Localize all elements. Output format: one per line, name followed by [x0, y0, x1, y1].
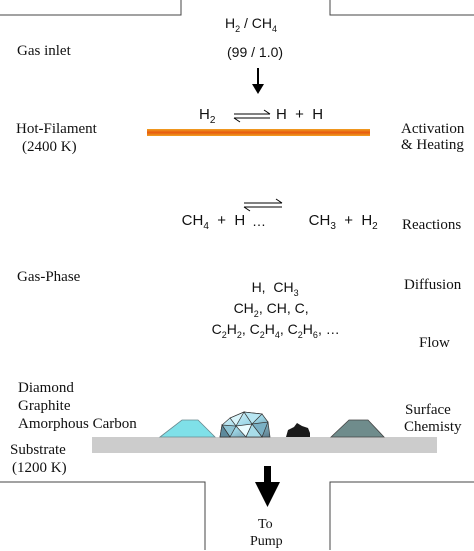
- outlet-to-label: To: [258, 517, 273, 532]
- activation-label: Activation: [401, 121, 465, 137]
- reaction-rhs: CH3 + H2: [308, 212, 378, 232]
- flow-label: Flow: [419, 335, 450, 351]
- substrate-temperature-label: (1200 K): [12, 460, 67, 476]
- filament-reaction-lhs: H2: [199, 106, 216, 126]
- reactions-label: Reactions: [402, 217, 462, 233]
- heating-label: & Heating: [401, 137, 464, 153]
- graphite-label: Graphite: [18, 398, 71, 414]
- diamond-cluster-icon: [219, 411, 271, 438]
- gas-phase-label: Gas-Phase: [17, 269, 81, 285]
- filament-reaction-rhs: H + H: [276, 106, 324, 123]
- chemistry-label: Chemisty: [404, 419, 462, 435]
- species-line-1: H, CH3: [251, 279, 299, 298]
- outlet-arrow: [255, 466, 280, 507]
- amorphous-carbon-blob: [286, 423, 310, 437]
- inlet-gas-ratio: (99 / 1.0): [227, 44, 284, 60]
- equilibrium-arrow-reaction: [243, 198, 283, 212]
- species-line-3: C2H2, C2H4, C2H6, …: [211, 321, 340, 340]
- reactor-inlet-walls: [0, 0, 474, 16]
- inlet-arrow: [252, 68, 264, 94]
- equilibrium-arrow-filament: [233, 109, 271, 123]
- surface-label: Surface: [405, 402, 451, 418]
- reactor-outlet-walls: [0, 481, 474, 550]
- inlet-gas-mixture: H2 / CH4: [225, 15, 278, 34]
- hot-filament-bar: [147, 129, 370, 136]
- outlet-pump-label: Pump: [250, 534, 283, 549]
- substrate-label: Substrate: [10, 442, 66, 458]
- diamond-label: Diamond: [18, 380, 74, 396]
- substrate-plate: [92, 437, 437, 453]
- reaction-lhs: CH4 + H: [181, 212, 246, 232]
- amorphous-carbon-label: Amorphous Carbon: [18, 416, 137, 432]
- filament-temperature-label: (2400 K): [22, 139, 77, 155]
- gas-inlet-label: Gas inlet: [17, 43, 71, 59]
- hot-filament-label: Hot-Filament: [16, 121, 97, 137]
- graphite-shape: [329, 419, 385, 438]
- reaction-ellipsis: …: [252, 213, 266, 229]
- species-line-2: CH2, CH, C,: [233, 300, 309, 319]
- diamond-crystal-shape: [158, 419, 216, 438]
- diffusion-label: Diffusion: [404, 277, 462, 293]
